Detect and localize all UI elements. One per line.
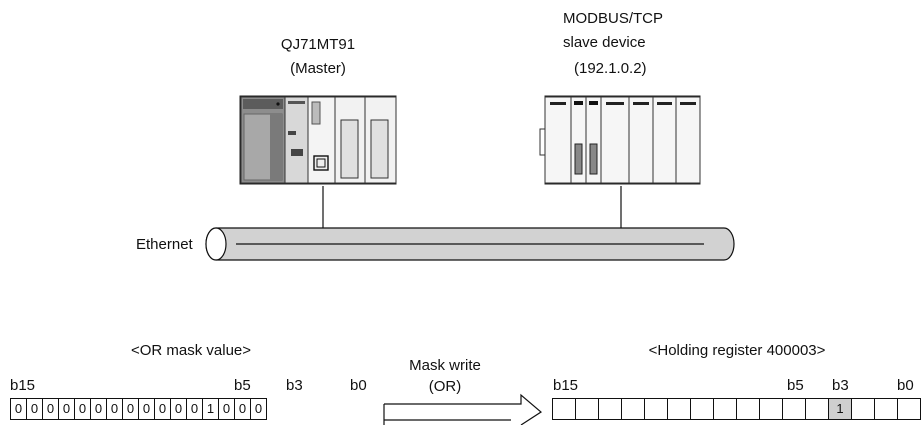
or-mask-bit-15: 0 [10, 398, 27, 420]
or-mask-bit-9: 0 [106, 398, 123, 420]
or-mask-bit-1: 0 [234, 398, 251, 420]
holding-register-bit-2 [851, 398, 875, 420]
or-mask-bit-8: 0 [122, 398, 139, 420]
or-mask-bit-7: 0 [138, 398, 155, 420]
holding-register-bit-4 [805, 398, 829, 420]
or-mask-bit-4: 0 [186, 398, 203, 420]
or-mask-bit-10: 0 [90, 398, 107, 420]
holding-register-bit-11 [644, 398, 668, 420]
or-mask-bit-5: 0 [170, 398, 187, 420]
holding-register-bit-0 [897, 398, 921, 420]
ethernet-label: Ethernet [136, 236, 193, 254]
mask-write-arrow [383, 392, 543, 425]
holding-register-bit-9 [690, 398, 714, 420]
holding-register-bit-row: 1 [552, 398, 921, 420]
holding-register-bit-3: 1 [828, 398, 852, 420]
or-mask-bit-13: 0 [42, 398, 59, 420]
holding-register-bit-8 [713, 398, 737, 420]
holding-register-bit-6 [759, 398, 783, 420]
holding-register-bit-15 [552, 398, 576, 420]
or-mask-bit-3: 1 [202, 398, 219, 420]
or-mask-bit-6: 0 [154, 398, 171, 420]
operation-label: Mask write [409, 357, 481, 375]
or-mask-bit-14: 0 [26, 398, 43, 420]
holding-register-b5-label: b5 [787, 377, 804, 395]
holding-register-bit-13 [598, 398, 622, 420]
or-mask-bit-2: 0 [218, 398, 235, 420]
holding-register-b3-label: b3 [832, 377, 849, 395]
holding-register-bit-14 [575, 398, 599, 420]
or-mask-bit-12: 0 [58, 398, 75, 420]
or-mask-bit-11: 0 [74, 398, 91, 420]
or-mask-bit-0: 0 [250, 398, 267, 420]
holding-register-b0-label: b0 [897, 377, 914, 395]
holding-register-bit-5 [782, 398, 806, 420]
holding-register-bit-7 [736, 398, 760, 420]
or-mask-b3-label: b3 [286, 377, 303, 395]
or-mask-b5-label: b5 [234, 377, 251, 395]
holding-register-bit-1 [874, 398, 898, 420]
or-mask-b15-label: b15 [10, 377, 35, 395]
holding-register-title: <Holding register 400003> [649, 342, 826, 360]
holding-register-bit-12 [621, 398, 645, 420]
or-mask-b0-label: b0 [350, 377, 367, 395]
holding-register-b15-label: b15 [553, 377, 578, 395]
ethernet-network [0, 0, 921, 270]
holding-register-bit-10 [667, 398, 691, 420]
or-mask-title: <OR mask value> [131, 342, 251, 360]
